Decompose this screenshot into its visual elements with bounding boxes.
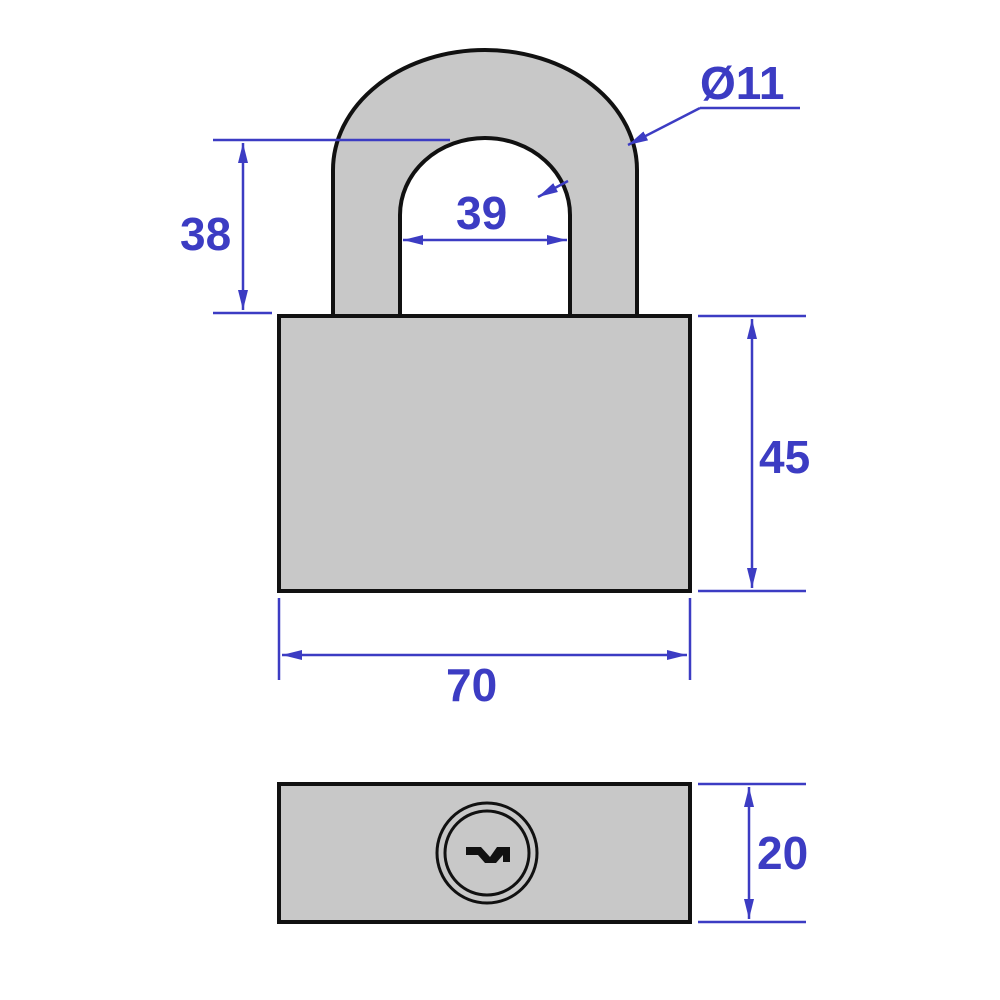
dimension-label-shackle-inner-width: 39 bbox=[456, 187, 507, 239]
padlock-body-front bbox=[277, 314, 692, 593]
dimension-label-shackle-diameter: Ø11 bbox=[700, 57, 784, 109]
dimension-lines bbox=[213, 106, 806, 924]
dimension-label-shackle-height: 38 bbox=[180, 208, 231, 260]
shackle bbox=[331, 48, 639, 318]
leader-line-diameter-inner bbox=[537, 179, 569, 199]
dimension-label-body-width: 70 bbox=[446, 659, 497, 711]
key-cylinder-icon bbox=[435, 801, 539, 905]
leader-line-diameter-to-outer bbox=[627, 106, 701, 147]
dimension-label-body-depth: 20 bbox=[757, 827, 808, 879]
dimension-label-body-height: 45 bbox=[759, 431, 810, 483]
